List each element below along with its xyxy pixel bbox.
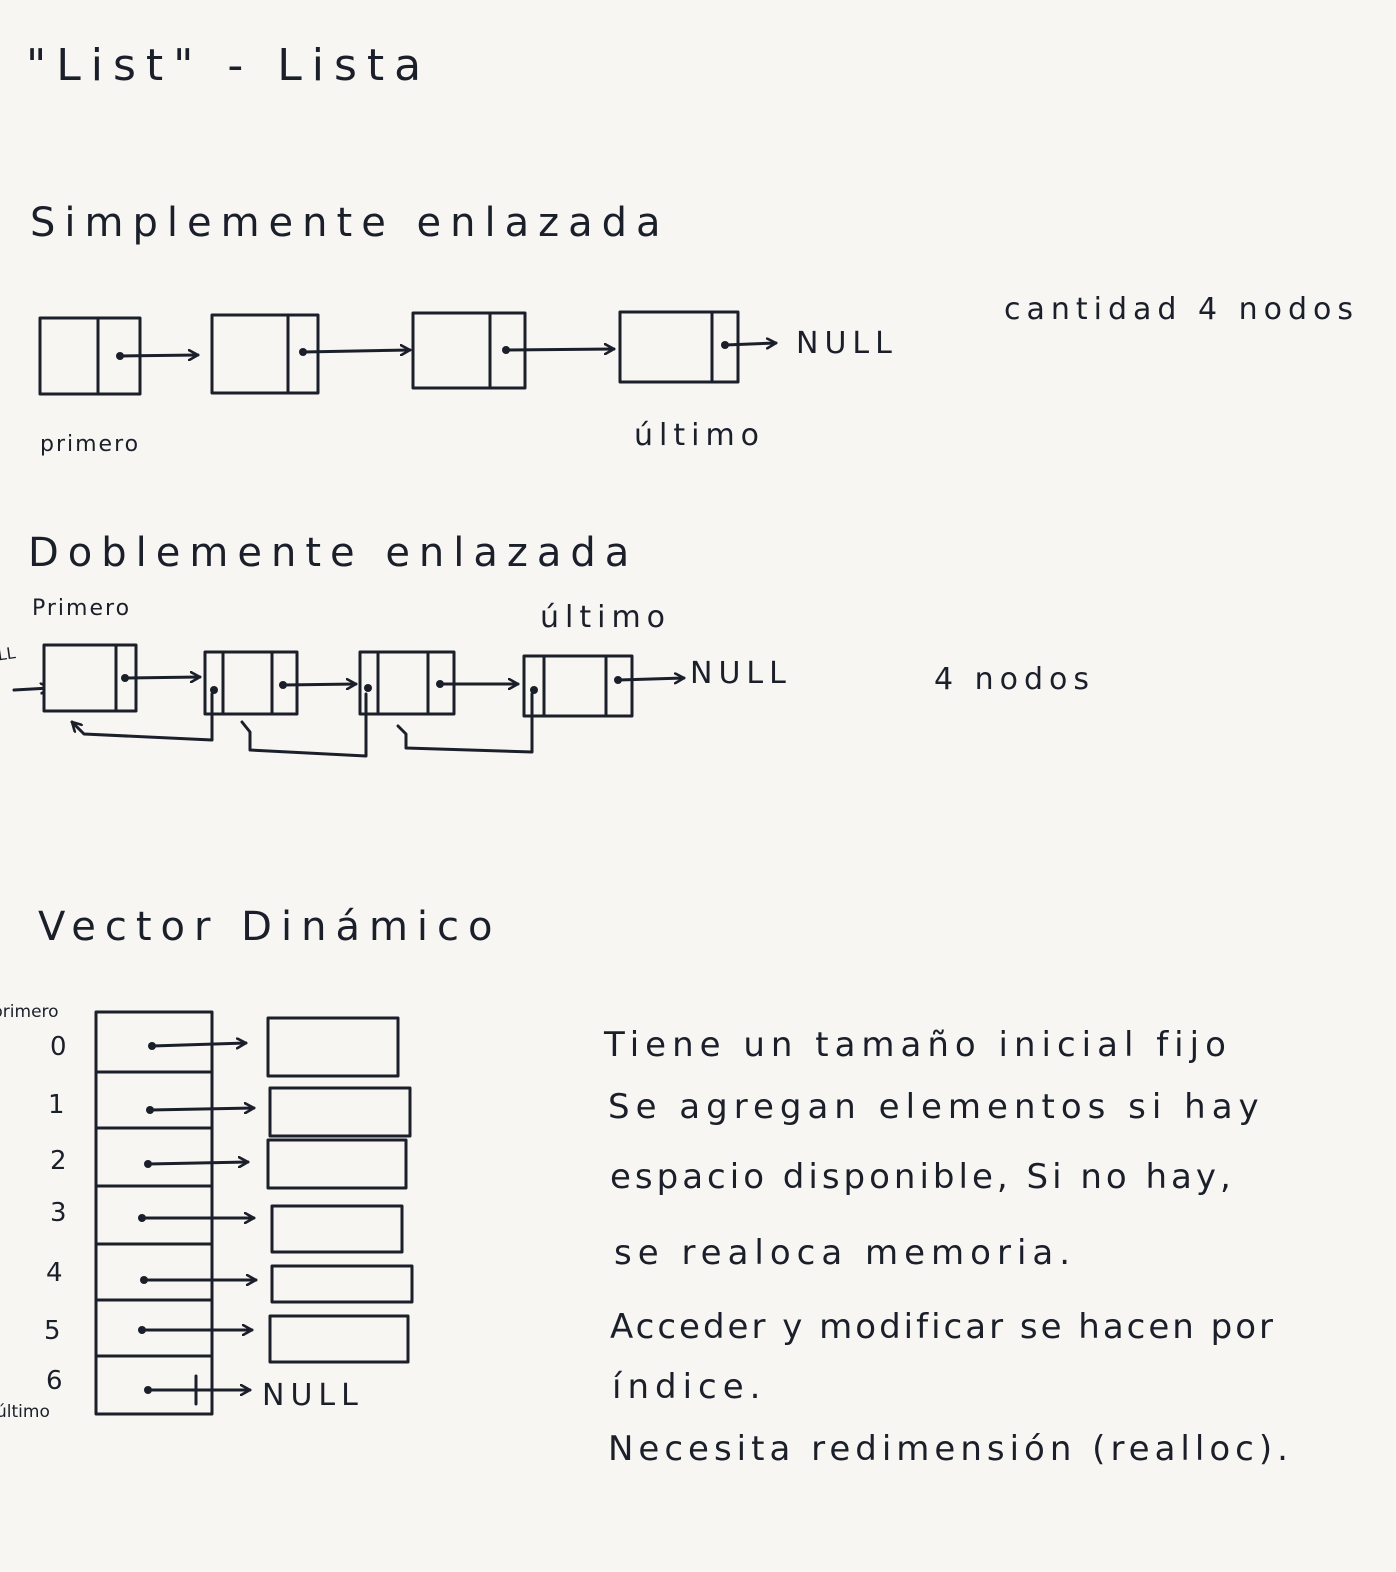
- singly-link-arrow-null: [723, 343, 778, 345]
- doubly-prev-arrow-2: [70, 692, 214, 742]
- vector-index-0: 0: [50, 1032, 67, 1062]
- singly-node-4: [618, 310, 740, 384]
- page-title: "List" - Lista: [26, 40, 432, 91]
- vector-index-2: 2: [50, 1146, 67, 1176]
- doubly-next-arrow-null: [616, 678, 686, 680]
- vector-first-label: primero: [0, 1002, 59, 1022]
- doubly-node-4: [522, 654, 634, 718]
- doubly-next-arrow-2: [281, 684, 358, 685]
- vector-last-label: último: [0, 1402, 50, 1422]
- vector-note-line-4: se realoca memoria.: [614, 1233, 1077, 1273]
- vector-slot-1: [146, 1086, 412, 1138]
- doubly-count-label: 4 nodos: [934, 662, 1096, 697]
- vector-note-line-7: Necesita redimensión (realloc).: [608, 1429, 1293, 1469]
- doubly-last-label: último: [540, 600, 672, 635]
- singly-first-label: primero: [40, 432, 141, 457]
- singly-link-arrow-3: [504, 349, 616, 350]
- doubly-heading: Doblemente enlazada: [28, 530, 639, 576]
- vector-heading: Vector Dinámico: [38, 904, 502, 950]
- doubly-node-1: [42, 643, 138, 713]
- singly-link-arrow-2: [301, 350, 412, 352]
- singly-count-label: cantidad 4 nodos: [1004, 292, 1360, 327]
- vector-slot-4: [140, 1264, 414, 1304]
- vector-note-line-6: índice.: [612, 1367, 767, 1407]
- vector-note-line-3: espacio disponible, Si no hay,: [610, 1157, 1235, 1197]
- singly-link-arrow-1: [118, 355, 200, 356]
- doubly-first-label: Primero: [32, 596, 132, 621]
- singly-linked-list: [38, 310, 778, 396]
- vector-index-1: 1: [48, 1090, 65, 1120]
- vector-index-5: 5: [44, 1316, 61, 1346]
- singly-last-label: último: [634, 418, 766, 453]
- vector-null-label: NULL: [262, 1378, 364, 1413]
- doubly-next-arrow-1: [123, 677, 202, 678]
- singly-null-label: NULL: [796, 326, 898, 361]
- vector-slot-6: [144, 1374, 252, 1406]
- singly-heading: Simplemente enlazada: [30, 200, 670, 246]
- doubly-linked-list: [12, 643, 686, 758]
- vector-slot-2: [144, 1138, 408, 1190]
- doubly-node-3: [358, 650, 456, 716]
- vector-note-line-5: Acceder y modificar se hacen por: [610, 1307, 1277, 1347]
- doubly-node-2: [203, 650, 299, 716]
- doubly-null-right-label: NULL: [690, 656, 792, 691]
- dynamic-vector: [94, 1010, 414, 1416]
- vector-slot-0: [148, 1016, 400, 1078]
- vector-index-3: 3: [50, 1198, 67, 1228]
- vector-index-4: 4: [46, 1258, 63, 1288]
- doubly-prev-arrow-3: [240, 692, 368, 758]
- singly-node-3: [411, 311, 527, 390]
- doubly-prev-arrow-4: [396, 692, 534, 754]
- vector-note-line-1: Tiene un tamaño inicial fijo: [604, 1025, 1232, 1065]
- singly-node-2: [210, 313, 320, 395]
- vector-slot-5: [138, 1314, 410, 1364]
- vector-index-6: 6: [46, 1366, 63, 1396]
- vector-slot-3: [138, 1204, 404, 1254]
- vector-note-line-2: Se agregan elementos si hay: [608, 1087, 1265, 1127]
- vector-array: [94, 1010, 214, 1416]
